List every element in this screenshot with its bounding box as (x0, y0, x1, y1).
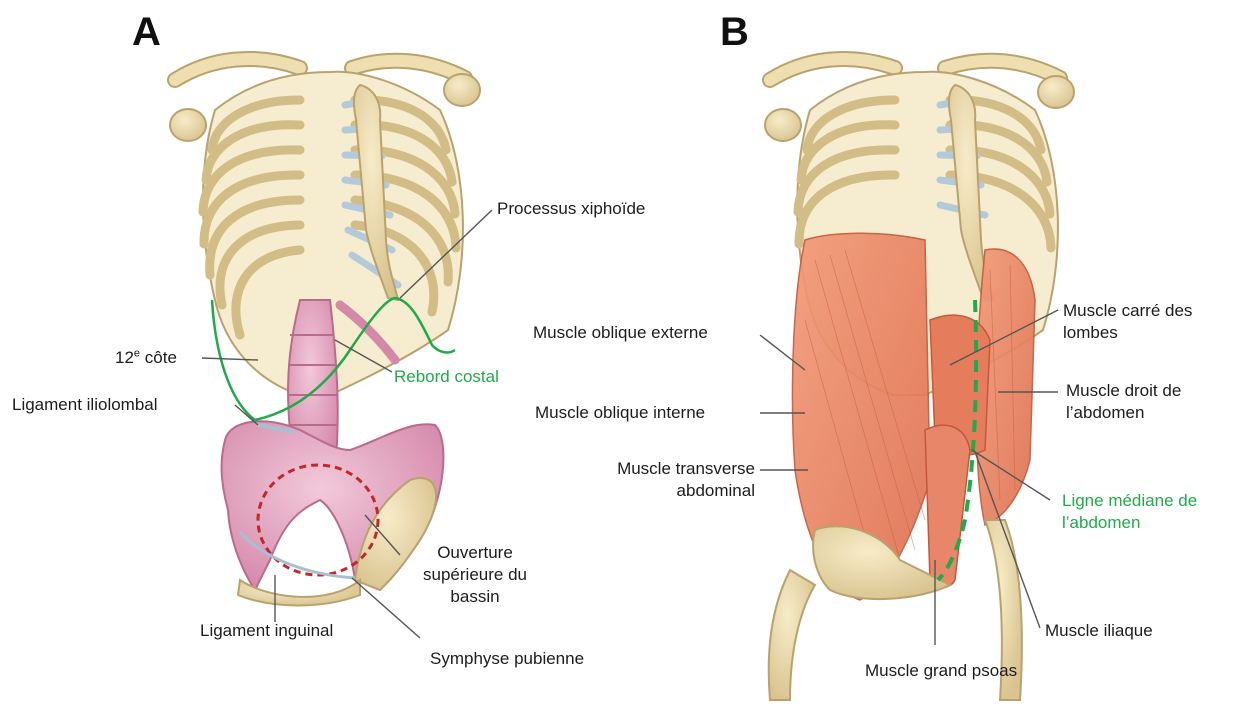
femur-left (769, 570, 815, 700)
label-pelvic-inlet: Ouverture supérieure du bassin (405, 542, 545, 608)
label-rectus-line2: l’abdomen (1066, 402, 1181, 424)
label-pelvic-inlet-line3: bassin (405, 586, 545, 608)
panel-a-letter: A (132, 10, 161, 55)
label-linea-alba: Ligne médiane de l’abdomen (1062, 490, 1197, 534)
panel-b-figure (765, 59, 1074, 700)
label-pelvic-inlet-line2: supérieure du (405, 564, 545, 586)
shoulder-left (170, 109, 206, 141)
panel-a-figure (170, 59, 480, 606)
label-rectus-line1: Muscle droit de (1066, 380, 1181, 402)
label-quadratus: Muscle carré des lombes (1063, 300, 1192, 344)
label-rib12-word: côte (140, 348, 177, 367)
label-costal-margin: Rebord costal (394, 366, 499, 388)
label-rib12: 12e côte (115, 347, 177, 369)
label-transverse: Muscle transverse abdominal (560, 458, 755, 502)
label-xiphoid: Processus xiphoïde (497, 198, 645, 220)
label-quadratus-line2: lombes (1063, 322, 1192, 344)
psoas-muscle (925, 425, 970, 587)
label-external-oblique: Muscle oblique externe (533, 322, 708, 344)
label-rib12-number: 12 (115, 348, 134, 367)
label-iliacus: Muscle iliaque (1045, 620, 1153, 642)
label-internal-oblique: Muscle oblique interne (535, 402, 705, 424)
label-transverse-line2: abdominal (560, 480, 755, 502)
panel-b-letter: B (720, 10, 749, 55)
label-linea-alba-line2: l’abdomen (1062, 512, 1197, 534)
label-transverse-line1: Muscle transverse (560, 458, 755, 480)
label-pelvic-inlet-line1: Ouverture (405, 542, 545, 564)
label-iliolumbar: Ligament iliolombal (12, 394, 158, 416)
label-pubic-symphysis: Symphyse pubienne (430, 648, 584, 670)
label-rectus: Muscle droit de l’abdomen (1066, 380, 1181, 424)
label-psoas: Muscle grand psoas (865, 660, 1017, 682)
shoulder-right (444, 74, 480, 106)
label-inguinal: Ligament inguinal (200, 620, 333, 642)
label-quadratus-line1: Muscle carré des (1063, 300, 1192, 322)
label-linea-alba-line1: Ligne médiane de (1062, 490, 1197, 512)
